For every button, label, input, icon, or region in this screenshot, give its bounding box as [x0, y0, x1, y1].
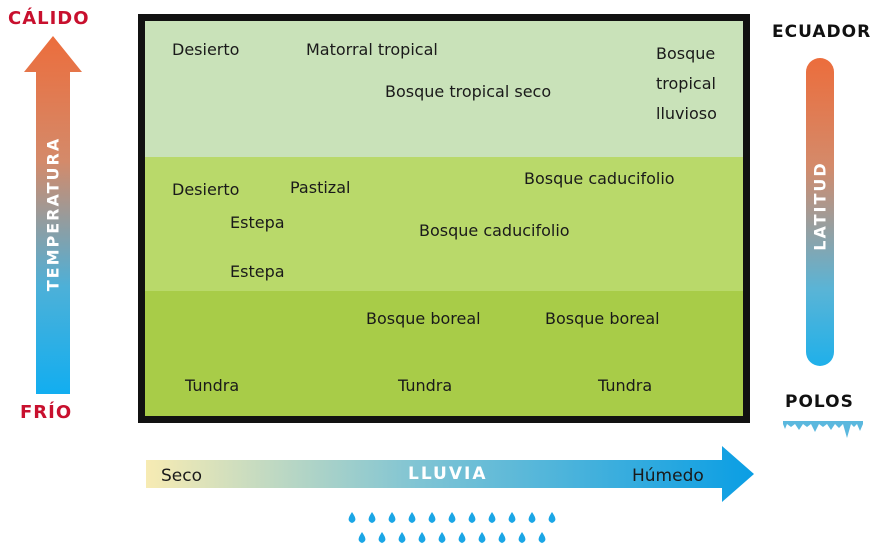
biome-label: Pastizal	[290, 178, 351, 197]
biome-label: Bosque tropical seco	[385, 82, 552, 101]
rain-drop-icon	[408, 512, 416, 523]
rain-drop-icon	[518, 532, 526, 543]
biome-label: Desierto	[172, 40, 240, 59]
rain-drop-icon	[368, 512, 376, 523]
zone-temperate: Desierto Pastizal Estepa Estepa Bosque c…	[145, 157, 743, 291]
rain-drop-icon	[438, 532, 446, 543]
latitude-top-label: ECUADOR	[772, 22, 872, 42]
rain-drop-icon	[538, 532, 546, 543]
biome-label: Estepa	[230, 213, 285, 232]
rain-drop-icon	[468, 512, 476, 523]
biome-chart: Desierto Matorral tropical Bosque tropic…	[138, 14, 750, 423]
biome-label: Bosque caducifolio	[419, 221, 570, 240]
rain-drop-icon	[508, 512, 516, 523]
latitude-axis-label: LATITUD	[810, 161, 830, 251]
latitude-bottom-label: POLOS	[785, 392, 854, 412]
rain-drop-icon	[358, 532, 366, 543]
rain-drop-icon	[498, 532, 506, 543]
rain-drop-icon	[528, 512, 536, 523]
rain-axis-label: LLUVIA	[408, 464, 488, 484]
biome-label: Bosque tropical lluvioso	[656, 44, 717, 123]
rain-drop-icon	[418, 532, 426, 543]
biome-label: Bosque boreal	[366, 309, 481, 328]
temperature-arrow-icon	[24, 36, 82, 394]
temperature-top-label: CÁLIDO	[8, 8, 90, 29]
rain-drop-icon	[378, 532, 386, 543]
rain-drop-icon	[458, 532, 466, 543]
zone-hot: Desierto Matorral tropical Bosque tropic…	[145, 21, 743, 157]
biome-label: Estepa	[230, 262, 285, 281]
rain-drop-icon	[548, 512, 556, 523]
biome-label: Bosque boreal	[545, 309, 660, 328]
rain-drop-icon	[388, 512, 396, 523]
latitude-bar	[806, 58, 834, 366]
rain-right-label: Húmedo	[632, 466, 704, 486]
temperature-axis-label: TEMPERATURA	[43, 136, 63, 292]
ice-icicles-icon	[783, 421, 863, 438]
biome-label: Tundra	[398, 376, 453, 395]
zone-cold: Bosque boreal Bosque boreal Tundra Tundr…	[145, 291, 743, 416]
rain-left-label: Seco	[161, 466, 202, 486]
biome-label: Bosque caducifolio	[524, 169, 675, 188]
rain-drops-icon	[348, 512, 556, 543]
rain-drop-icon	[448, 512, 456, 523]
rain-drop-icon	[488, 512, 496, 523]
rain-drop-icon	[478, 532, 486, 543]
biome-label: Tundra	[185, 376, 240, 395]
rain-drop-icon	[428, 512, 436, 523]
temperature-bottom-label: FRÍO	[20, 402, 73, 423]
rain-drop-icon	[348, 512, 356, 523]
biome-label: Tundra	[598, 376, 653, 395]
rain-drop-icon	[398, 532, 406, 543]
biome-label: Desierto	[172, 180, 240, 199]
rain-arrow-icon	[146, 446, 754, 502]
biome-label: Matorral tropical	[306, 40, 438, 59]
